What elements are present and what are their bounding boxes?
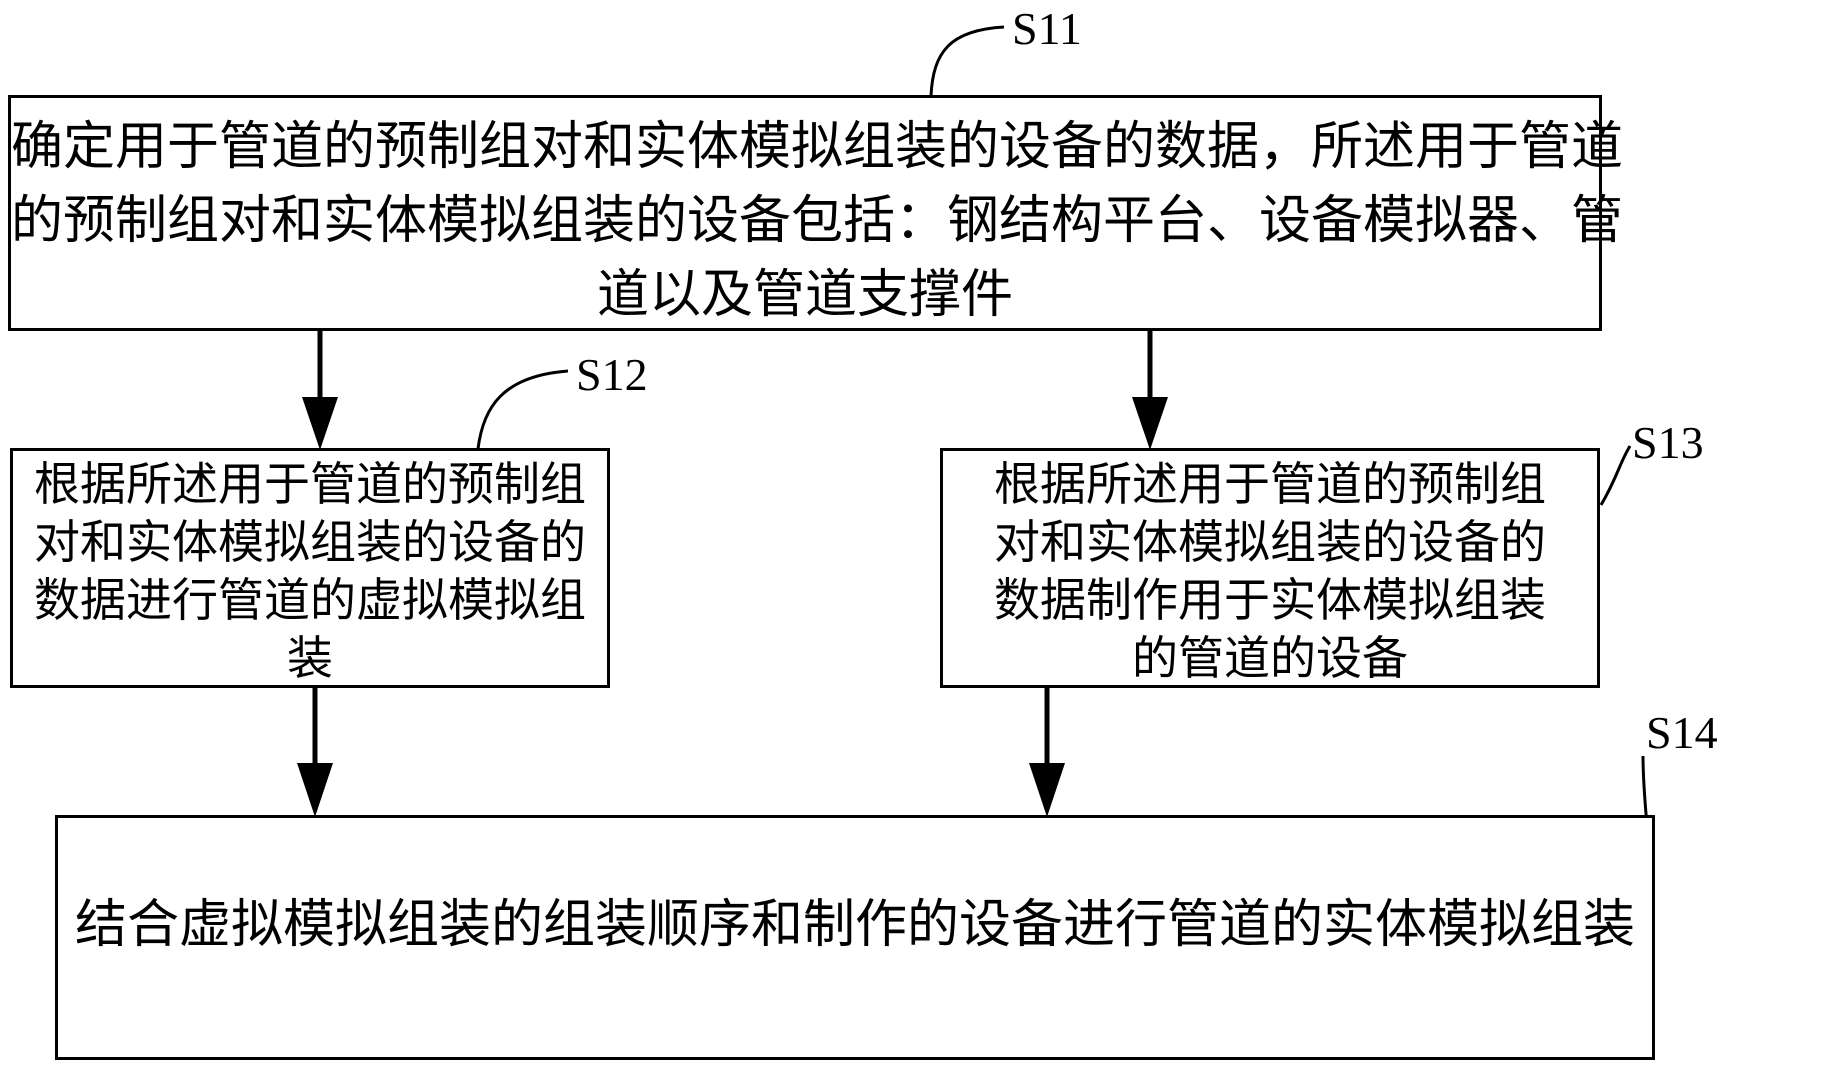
- arrow-s11-to-s12: [302, 331, 338, 450]
- step-label-s13: S13: [1632, 417, 1704, 468]
- step-text-line: 结合虚拟模拟组装的组装顺序和制作的设备进行管道的实体模拟组装: [74, 894, 1635, 955]
- step-label-s11: S11: [1012, 3, 1082, 54]
- leader-line-s11: [929, 25, 1005, 97]
- step-text-line: 的预制组对和实体模拟组装的设备包括：钢结构平台、设备模拟器、管: [11, 191, 1624, 251]
- step-label-s12: S12: [576, 349, 648, 400]
- step-box-s14: 结合虚拟模拟组装的组装顺序和制作的设备进行管道的实体模拟组装: [55, 815, 1655, 1060]
- step-box-s13: 根据所述用于管道的预制组 对和实体模拟组装的设备的 数据制作用于实体模拟组装 的…: [940, 448, 1600, 688]
- step-text-line: 确定用于管道的预制组对和实体模拟组装的设备的数据，所述用于管道: [11, 117, 1624, 177]
- step-box-s12: 根据所述用于管道的预制组 对和实体模拟组装的设备的 数据进行管道的虚拟模拟组 装: [10, 448, 610, 688]
- leader-line-s13: [1599, 445, 1632, 506]
- leader-line-s12: [476, 369, 569, 450]
- step-text-line: 道以及管道支撑件: [596, 265, 1013, 325]
- step-text-line: 装: [287, 631, 333, 685]
- step-text-line: 数据进行管道的虚拟模拟组: [34, 573, 586, 627]
- step-text-line: 对和实体模拟组装的设备的: [34, 515, 586, 569]
- step-label-s14: S14: [1646, 707, 1718, 758]
- step-box-s11: 确定用于管道的预制组对和实体模拟组装的设备的数据，所述用于管道 的预制组对和实体…: [8, 95, 1624, 331]
- arrow-s11-to-s13: [1132, 331, 1168, 450]
- step-text-line: 根据所述用于管道的预制组: [994, 457, 1546, 511]
- step-text-line: 根据所述用于管道的预制组: [34, 457, 586, 511]
- step-text-line: 对和实体模拟组装的设备的: [994, 515, 1546, 569]
- arrow-s12-to-s14: [297, 688, 333, 817]
- step-text-line: 的管道的设备: [1132, 631, 1408, 685]
- arrow-s13-to-s14: [1029, 688, 1065, 817]
- step-text-line: 数据制作用于实体模拟组装: [994, 573, 1546, 627]
